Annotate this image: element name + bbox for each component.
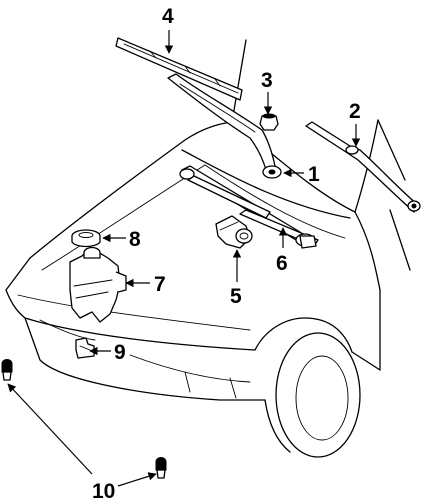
callout-4: 4 bbox=[162, 5, 174, 28]
washer-reservoir-part bbox=[69, 246, 127, 323]
callout-7: 7 bbox=[154, 273, 166, 296]
wiper-arm-right-part bbox=[305, 121, 421, 213]
car-body-outline bbox=[5, 39, 411, 458]
wiper-blade-part bbox=[115, 37, 243, 101]
callout-1: 1 bbox=[308, 163, 320, 186]
callout-5: 5 bbox=[230, 285, 242, 308]
callout-2: 2 bbox=[349, 100, 361, 123]
pivot-cap-part bbox=[259, 113, 279, 131]
callout-3: 3 bbox=[261, 69, 273, 92]
callout-9: 9 bbox=[114, 341, 126, 364]
callout-6: 6 bbox=[276, 252, 288, 275]
washer-pump-part bbox=[75, 337, 95, 359]
leader-lines bbox=[7, 30, 361, 487]
wiper-motor-part bbox=[215, 215, 253, 249]
callout-8: 8 bbox=[129, 228, 141, 251]
washer-nozzle-part bbox=[1, 359, 167, 479]
callout-10: 10 bbox=[92, 480, 115, 500]
reservoir-cap-part bbox=[71, 229, 101, 248]
wiper-arm-left-part bbox=[167, 73, 282, 179]
